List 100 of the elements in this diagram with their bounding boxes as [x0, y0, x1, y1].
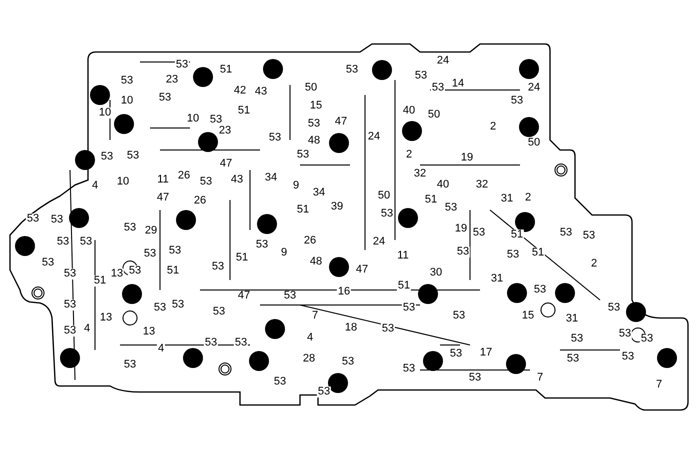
callout-number: 53	[122, 360, 138, 370]
callout-number: 50	[304, 82, 318, 94]
callout-number: 7	[654, 380, 664, 390]
callout-number: 13	[98, 312, 114, 324]
callout-number: 19	[460, 152, 474, 164]
callout-number: 14	[450, 78, 466, 90]
callout-number: 26	[302, 236, 318, 246]
callout-number: 53	[56, 236, 70, 248]
callout-number: 53	[168, 246, 182, 256]
callout-number: 53	[430, 82, 446, 94]
callout-number: 53	[26, 214, 40, 224]
callout-number: 4	[90, 180, 100, 192]
callout-number: 26	[192, 196, 208, 206]
callout-number: 39	[330, 202, 344, 212]
callout-number: 7	[310, 310, 320, 322]
callout-number: 53	[618, 328, 632, 340]
callout-number: 51	[234, 252, 250, 264]
callout-number: 43	[254, 86, 268, 98]
callout-number: 53	[306, 118, 322, 130]
callout-number: 34	[312, 188, 326, 198]
callout-number: 51	[166, 266, 180, 276]
callout-number: 10	[120, 96, 134, 106]
callout-number: 24	[366, 132, 382, 142]
callout-number: 29	[144, 226, 158, 236]
callout-number: 40	[402, 106, 416, 116]
callout-number: 53	[142, 248, 158, 260]
callout-number: 51	[396, 280, 412, 292]
callout-number: 53	[174, 60, 190, 70]
callout-number: 51	[92, 276, 108, 286]
callout-number: 2	[488, 122, 498, 132]
callout-number: 53	[62, 326, 78, 336]
callout-number: 53	[448, 348, 464, 360]
callout-number: 53	[506, 250, 520, 260]
callout-number: 15	[308, 100, 324, 112]
callout-number: 31	[564, 314, 580, 324]
callout-number: 53	[268, 132, 282, 144]
callout-number: 13	[142, 326, 156, 338]
callout-number: 28	[302, 354, 316, 364]
callout-number: 50	[426, 110, 442, 120]
callout-number: 53	[126, 150, 140, 162]
callout-number: 53	[50, 214, 64, 226]
callout-number: 10	[98, 108, 112, 118]
callout-number: 53	[170, 300, 186, 310]
callout-number: 53	[198, 176, 214, 188]
callout-number: 53	[606, 302, 622, 314]
callout-number: 53	[620, 352, 636, 362]
callout-number: 53	[344, 64, 360, 76]
callout-number: 31	[490, 274, 504, 284]
callout-number: 51	[296, 204, 310, 216]
callout-number: 13	[110, 268, 124, 280]
callout-number: 24	[526, 82, 542, 94]
callout-number: 53	[208, 114, 224, 126]
callout-number: 53	[128, 266, 142, 276]
callout-number: 53	[414, 70, 428, 82]
callout-number: 48	[308, 256, 324, 268]
callout-number: 43	[230, 174, 244, 186]
callout-number: 9	[292, 180, 300, 192]
callout-number: 47	[334, 116, 348, 128]
callout-number: 47	[218, 158, 234, 170]
callout-number: 11	[396, 250, 410, 262]
callout-number: 53	[570, 334, 584, 344]
callout-number: 26	[176, 170, 192, 182]
callout-number: 53	[210, 262, 226, 272]
callout-number: 53	[122, 222, 138, 234]
callout-number: 53	[152, 302, 168, 314]
callout-number: 53	[532, 284, 548, 296]
callout-number: 47	[354, 264, 370, 276]
callout-number: 24	[436, 56, 450, 66]
callout-number: 53	[566, 354, 580, 364]
callout-number: 4	[156, 344, 166, 354]
callout-number: 53	[254, 240, 270, 250]
callout-number: 10	[186, 114, 200, 124]
callout-number: 53	[558, 228, 574, 238]
callout-number: 34	[264, 172, 278, 184]
callout-number: 53	[204, 338, 218, 348]
callout-number: 51	[510, 230, 524, 240]
callout-number: 40	[436, 180, 450, 190]
callout-number: 10	[116, 176, 130, 188]
callout-number: 53	[272, 376, 288, 388]
callout-number: 51	[424, 194, 438, 206]
callout-number: 53	[120, 76, 134, 86]
callout-number: 7	[536, 372, 544, 384]
callout-number: 23	[218, 126, 232, 136]
callout-number: 53	[62, 268, 78, 280]
callout-number: 18	[344, 322, 358, 334]
callout-number: 53	[444, 202, 458, 214]
callout-number: 53	[468, 372, 482, 384]
callout-number: 15	[520, 310, 536, 322]
callout-number: 53	[582, 230, 596, 242]
callout-number: 16	[336, 286, 352, 298]
callout-number: 53	[456, 246, 470, 258]
callout-number: 47	[236, 290, 252, 302]
callout-number: 51	[530, 248, 546, 258]
callout-number: 2	[404, 150, 414, 160]
callout-number: 31	[500, 194, 514, 204]
callout-number: 53	[380, 208, 394, 220]
callout-number: 9	[280, 248, 288, 258]
callout-number: 53	[234, 338, 248, 348]
callout-number: 53	[380, 324, 396, 334]
callout-number: 51	[218, 64, 234, 76]
